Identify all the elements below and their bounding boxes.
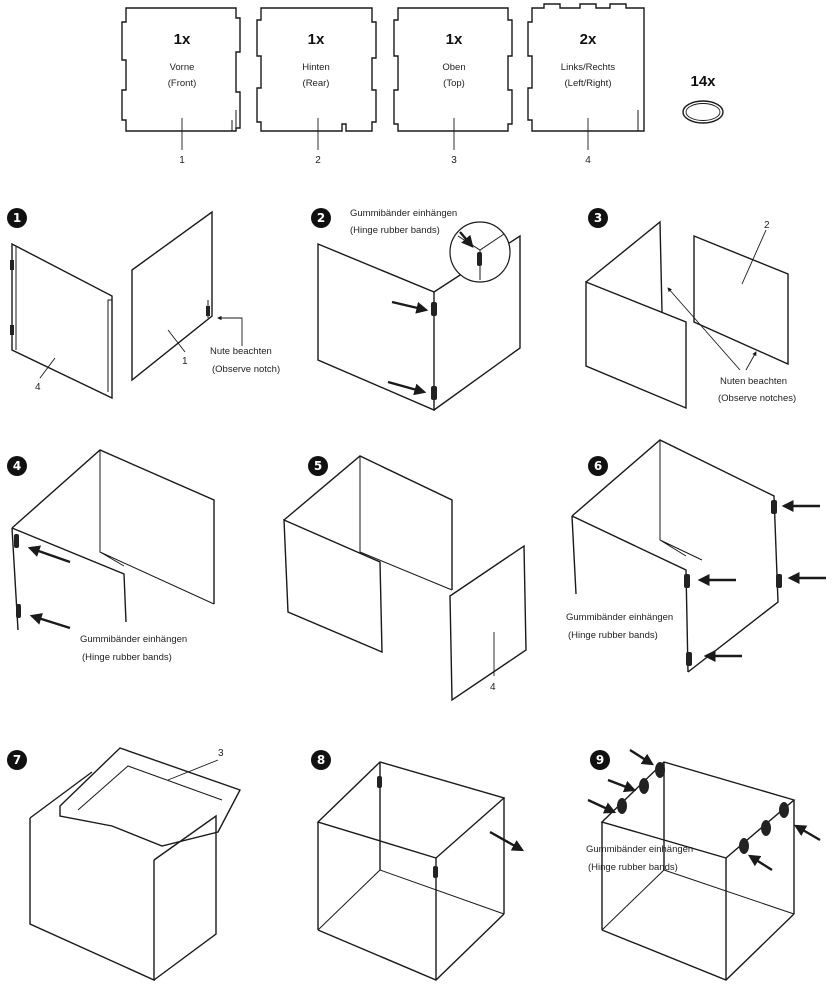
part-name-en: (Left/Right): [565, 78, 612, 89]
step-number: 9: [596, 753, 604, 767]
step-4: 4 Gummibänder einhängen (Hinge rubber ba…: [7, 449, 215, 663]
step-8: 8: [311, 750, 525, 981]
note-en: (Hinge rubber bands): [568, 630, 658, 641]
step-number-badge: [7, 750, 27, 770]
step-number: 6: [594, 459, 602, 473]
part-name-en: (Rear): [303, 78, 330, 89]
part-name-en: (Top): [443, 78, 465, 89]
note-de: Gummibänder einhängen: [350, 208, 457, 219]
part-number: 3: [451, 155, 457, 166]
part-label: 4: [490, 682, 496, 693]
note-de: Nuten beachten: [720, 376, 787, 387]
part-qty: 1x: [174, 31, 191, 48]
step-7: 7 3: [7, 747, 241, 982]
part-label: 1: [182, 356, 188, 367]
step-number: 4: [13, 459, 21, 473]
part-name-de: Hinten: [302, 62, 329, 73]
note-de: Gummibänder einhängen: [80, 634, 187, 645]
step-number-badge: [588, 208, 608, 228]
step-number-badge: [590, 750, 610, 770]
note-de: Gummibänder einhängen: [586, 844, 693, 855]
note-de: Gummibänder einhängen: [566, 612, 673, 623]
part-qty: 2x: [580, 31, 597, 48]
note-de: Nute beachten: [210, 346, 272, 357]
step-9: 9 Gummibänder einhängen (Hinge rubber ba…: [586, 748, 821, 981]
step-number: 8: [317, 753, 325, 767]
part-name-de: Vorne: [170, 62, 195, 73]
step-number-badge: [7, 456, 27, 476]
step-number-badge: [588, 456, 608, 476]
note-en: (Hinge rubber bands): [82, 652, 172, 663]
step-number-badge: [311, 750, 331, 770]
note-en: (Observe notches): [718, 393, 796, 404]
step-number-badge: [308, 456, 328, 476]
step-number-badge: [311, 208, 331, 228]
rubber-band-part: 14x: [682, 73, 724, 124]
note-en: (Hinge rubber bands): [350, 225, 440, 236]
step-number: 5: [314, 459, 322, 473]
part-qty: 1x: [308, 31, 325, 48]
part-label: 2: [764, 220, 770, 231]
part-number: 2: [315, 155, 321, 166]
part-number: 1: [179, 155, 185, 166]
part-left-right: 2x Links/Rechts (Left/Right) 4: [527, 3, 645, 166]
part-front: 1x Vorne (Front) 1: [121, 7, 241, 166]
part-qty: 1x: [446, 31, 463, 48]
step-6: 6 Gummibänder einhängen (Hinge rubber ba…: [566, 439, 826, 673]
part-name-de: Oben: [442, 62, 465, 73]
note-en: (Hinge rubber bands): [588, 862, 678, 873]
part-label: 4: [35, 382, 41, 393]
step-number: 3: [594, 211, 602, 225]
part-name-de: Links/Rechts: [561, 62, 616, 73]
step-number: 2: [317, 211, 325, 225]
step-number-badge: [7, 208, 27, 228]
step-2: 2 Gummibänder einhängen (Hinge rubber ba…: [311, 208, 521, 412]
step-5: 5 4: [283, 455, 527, 702]
part-top: 1x Oben (Top) 3: [393, 7, 513, 166]
part-label: 3: [218, 748, 224, 759]
step-number: 7: [13, 753, 21, 767]
step-number: 1: [13, 211, 21, 225]
part-number: 4: [585, 155, 591, 166]
step-1: 1 4 1 Nute beachten (Observe notch): [7, 208, 280, 400]
rubber-band-qty: 14x: [690, 73, 716, 90]
part-name-en: (Front): [168, 78, 197, 89]
part-rear: 1x Hinten (Rear) 2: [256, 7, 377, 166]
note-en: (Observe notch): [212, 364, 280, 375]
step-3: 3 2 Nuten beachten (Observe notches): [585, 208, 796, 410]
